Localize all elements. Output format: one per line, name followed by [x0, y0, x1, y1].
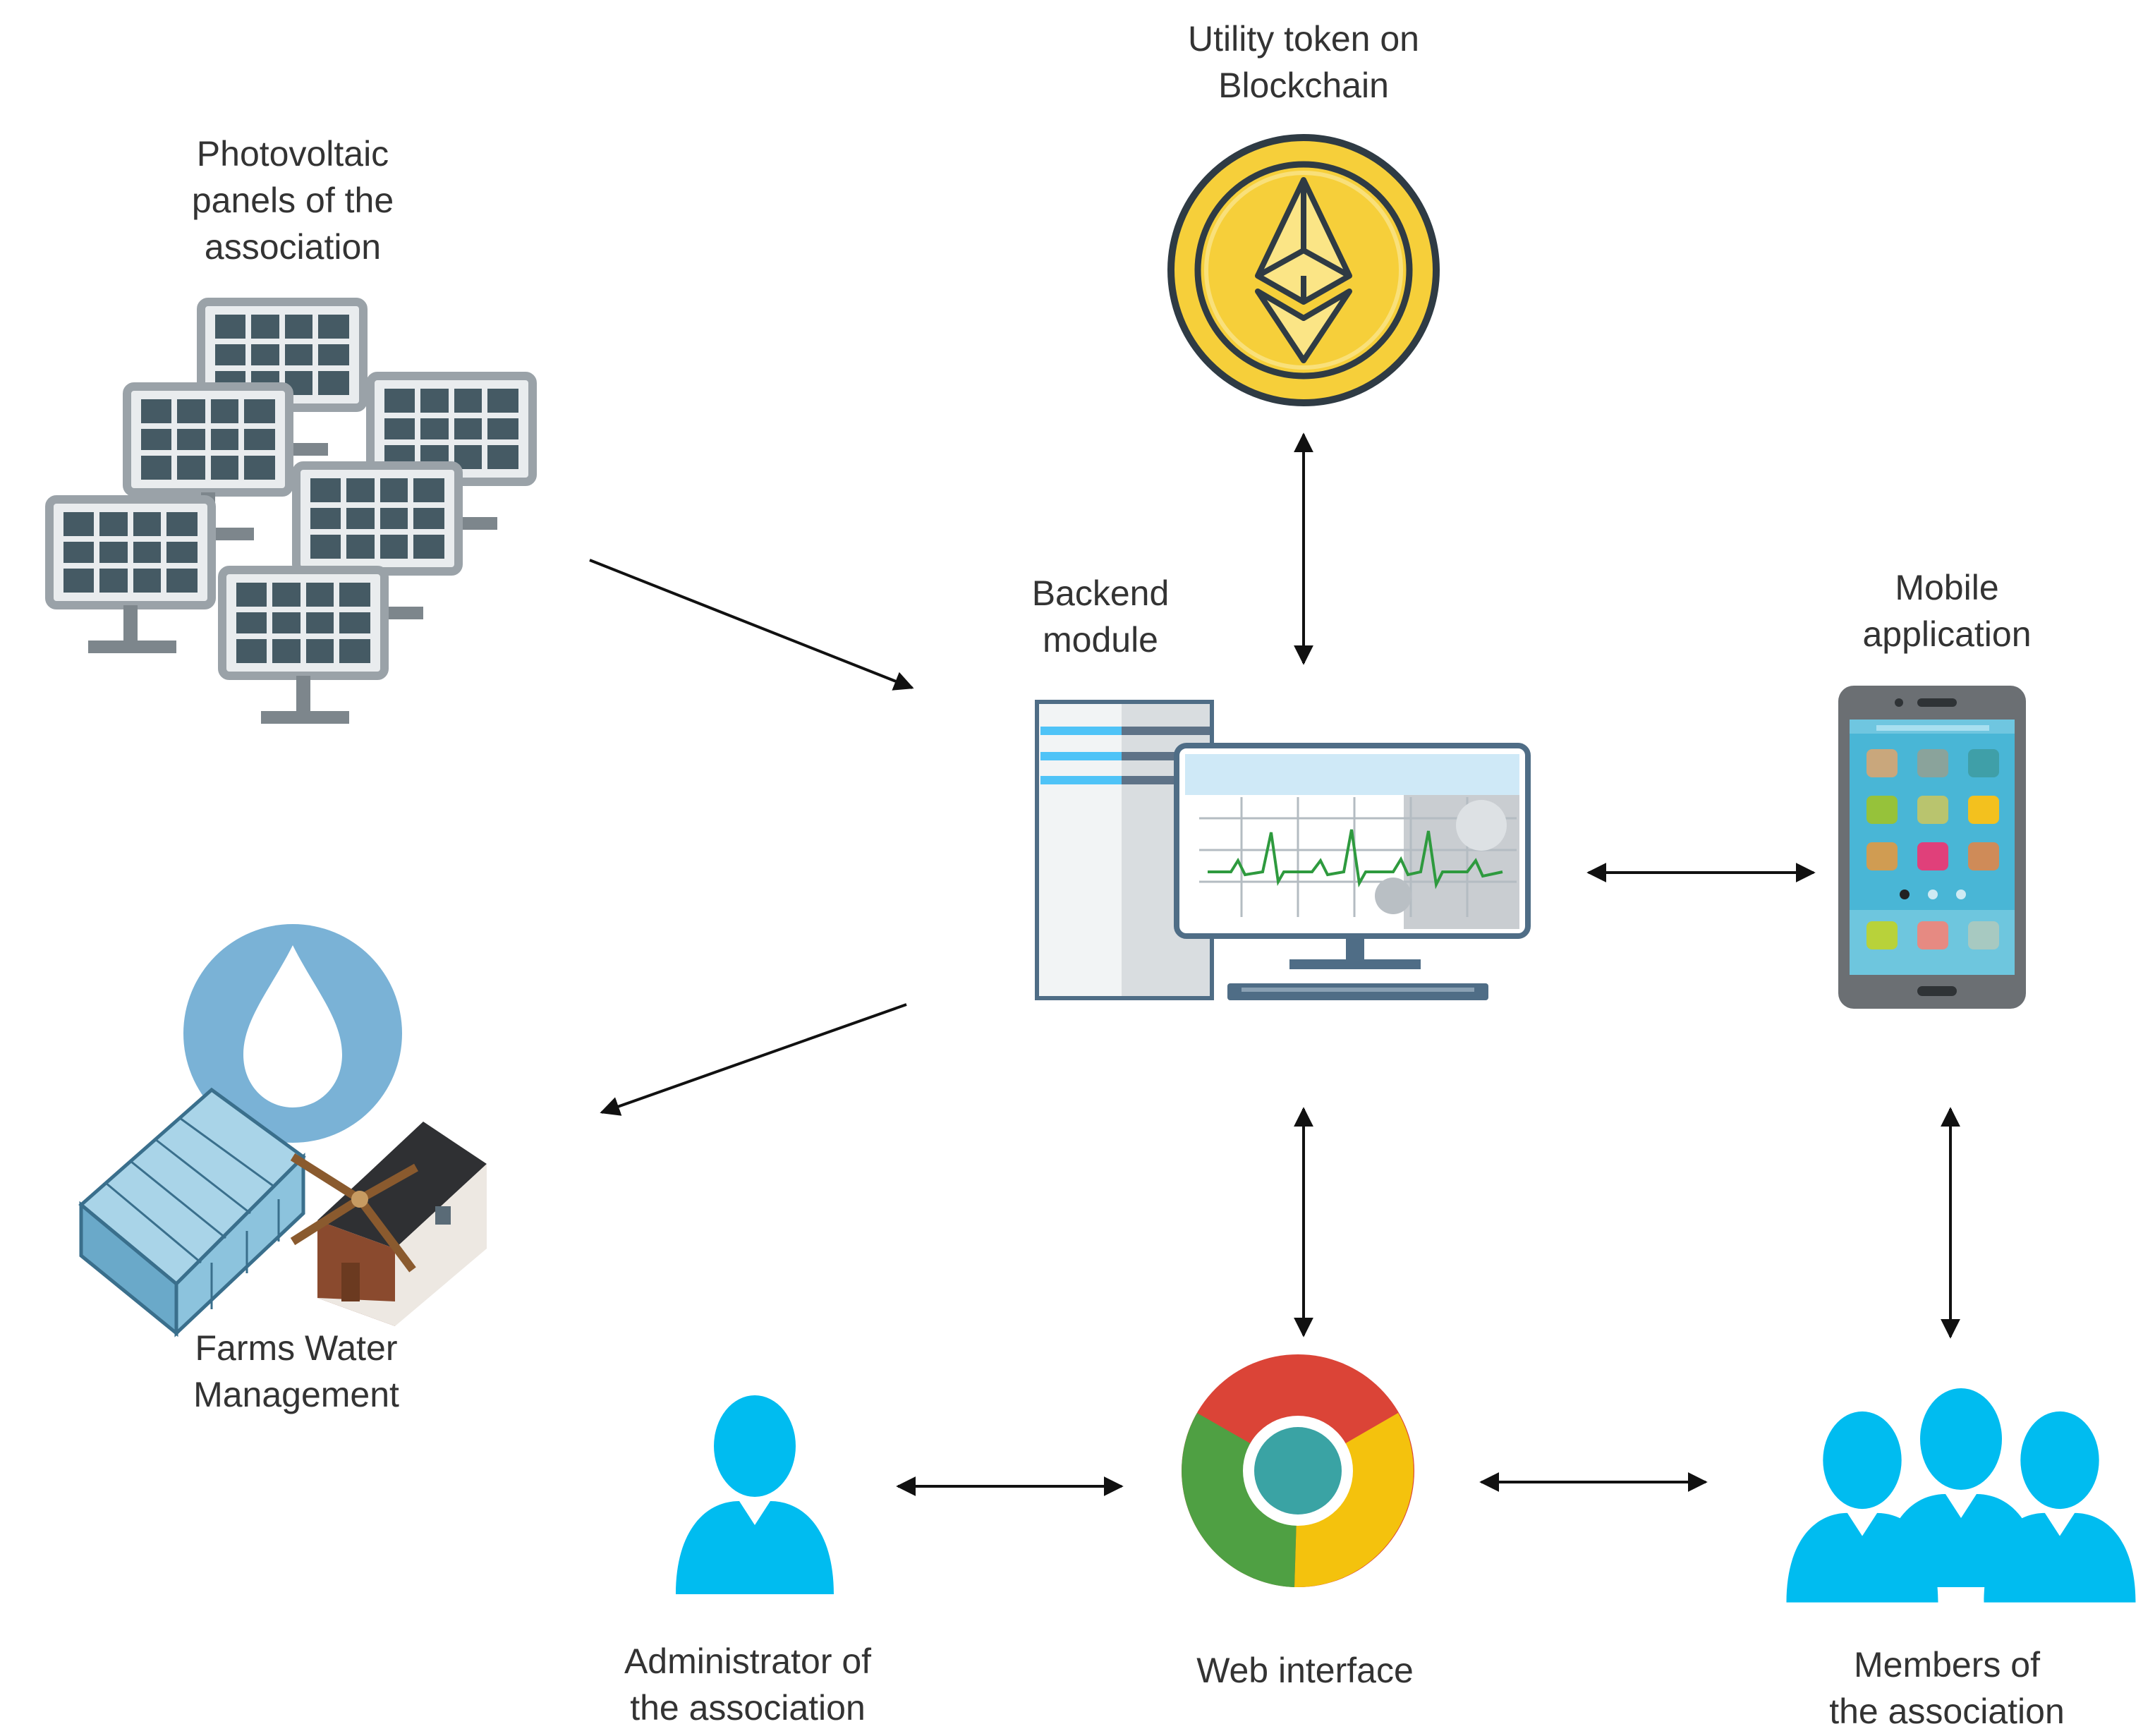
server-monitor-icon	[1035, 700, 1531, 1000]
web-interface-label: Web interface	[1196, 1651, 1414, 1690]
edge-backend-to-farms	[600, 1003, 907, 1116]
utility-token-label: Utility token on Blockchain	[1188, 19, 1419, 105]
users-group-icon	[1786, 1388, 2136, 1603]
administrator-label: Administrator of the association	[624, 1641, 872, 1728]
smartphone-icon	[1838, 686, 2026, 1009]
photovoltaic-label: Photovoltaic panels of the association	[191, 134, 394, 267]
farms-water-label: Farms Water Management	[193, 1328, 399, 1414]
members-label: Members of the association	[1829, 1645, 2065, 1731]
solar-panels-icon	[49, 302, 533, 724]
chrome-browser-icon	[1182, 1354, 1414, 1588]
farm-water-icon	[78, 924, 487, 1337]
backend-module-label: Backend module	[1031, 573, 1170, 660]
ethereum-coin-icon	[1167, 134, 1440, 406]
user-icon	[676, 1395, 834, 1594]
edge-photovoltaic-to-backend	[589, 559, 914, 691]
mobile-application-label: Mobile application	[1862, 568, 2032, 654]
edges	[589, 432, 1960, 1496]
